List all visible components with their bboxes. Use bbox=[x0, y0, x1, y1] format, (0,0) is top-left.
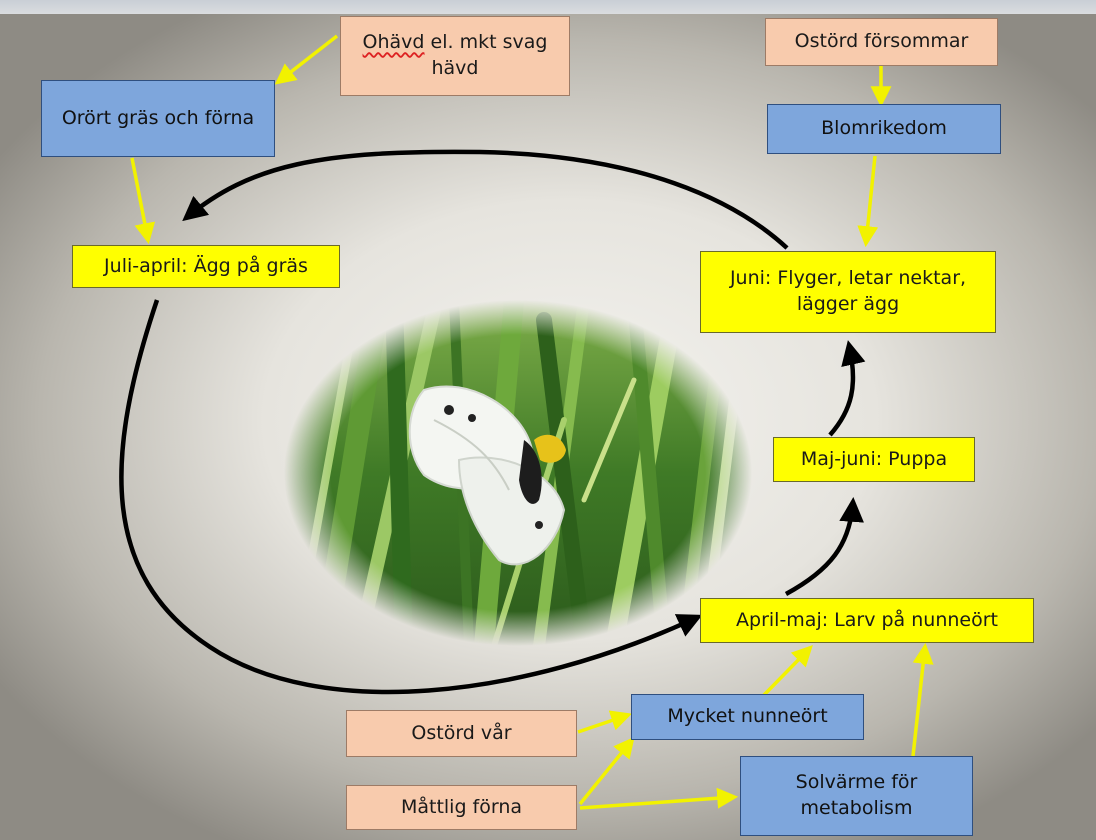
cycle-arrow-pupa-to-adult bbox=[830, 345, 853, 435]
condition-spring-label: Ostörd vår bbox=[411, 721, 511, 747]
stage-larva-label: April-maj: Larv på nunneört bbox=[736, 608, 998, 634]
factor-nunneort-label: Mycket nunneört bbox=[667, 704, 827, 730]
stage-adult-label: Juni: Flyger, letar nektar, lägger ägg bbox=[709, 266, 987, 317]
influence-arrow-spring-to-nunneort bbox=[578, 715, 628, 732]
factor-flowers-label: Blomrikedom bbox=[821, 116, 947, 142]
influence-arrow-solar-to-larva bbox=[913, 647, 925, 756]
condition-grazing-rest: el. mkt svag hävd bbox=[431, 31, 548, 79]
condition-grazing-word: Ohävd bbox=[363, 31, 425, 53]
condition-summer-label: Ostörd försommar bbox=[795, 29, 969, 55]
cycle-arrow-adult-to-egg bbox=[186, 152, 787, 248]
factor-solar: Solvärme för metabolism bbox=[740, 756, 973, 836]
condition-litter: Måttlig förna bbox=[346, 785, 577, 830]
influence-arrow-flowers-to-adult bbox=[866, 156, 875, 243]
cycle-arrow-larva-to-pupa bbox=[786, 502, 853, 594]
condition-grazing: Ohävd el. mkt svag hävd bbox=[340, 16, 570, 96]
stage-pupa: Maj-juni: Puppa bbox=[773, 437, 975, 482]
influence-arrow-nunneort-to-larva bbox=[762, 648, 810, 697]
stage-larva: April-maj: Larv på nunneört bbox=[700, 598, 1034, 643]
stage-adult: Juni: Flyger, letar nektar, lägger ägg bbox=[700, 251, 996, 333]
influence-arrow-litter-to-nunneort bbox=[580, 740, 632, 804]
condition-litter-label: Måttlig förna bbox=[401, 795, 522, 821]
condition-grazing-label: Ohävd el. mkt svag hävd bbox=[349, 30, 561, 81]
cycle-arrow-egg-to-larva bbox=[121, 300, 698, 692]
factor-nunneort: Mycket nunneört bbox=[631, 694, 864, 740]
stage-pupa-label: Maj-juni: Puppa bbox=[801, 447, 947, 473]
influence-arrow-litter-to-solar bbox=[580, 797, 734, 808]
stage-egg-label: Juli-april: Ägg på gräs bbox=[104, 254, 308, 280]
influence-arrow-grazing-to-grass bbox=[278, 36, 337, 82]
condition-summer: Ostörd försommar bbox=[765, 18, 998, 66]
stage-egg: Juli-april: Ägg på gräs bbox=[72, 245, 340, 288]
influence-arrow-grass-to-egg bbox=[132, 158, 148, 240]
factor-solar-label: Solvärme för metabolism bbox=[749, 770, 964, 821]
factor-flowers: Blomrikedom bbox=[767, 104, 1001, 154]
factor-grass-label: Orört gräs och förna bbox=[62, 106, 254, 132]
condition-spring: Ostörd vår bbox=[346, 710, 577, 757]
factor-grass: Orört gräs och förna bbox=[41, 80, 275, 157]
